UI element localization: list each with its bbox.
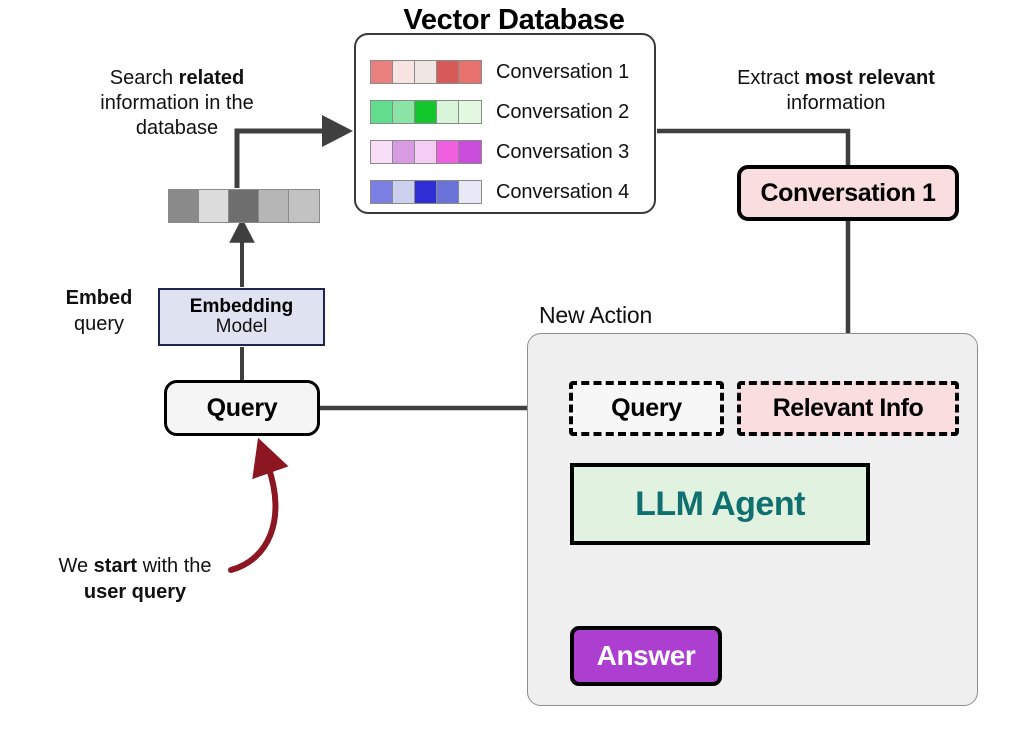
vector-cell [393,101,415,123]
conversation-label: Conversation 4 [496,180,630,203]
annotation-search: Search related information in the databa… [64,66,290,141]
page-title: Vector Database [403,4,625,36]
query-node[interactable]: Query [164,380,320,436]
vector-cell [371,141,393,163]
vector-cell [415,141,437,163]
embedding-model-node[interactable]: Embedding Model [158,288,325,346]
vector-swatches-4 [370,180,482,204]
annotation-embed-emphasis: Embed [65,287,133,309]
vector-cell [437,61,459,83]
annotation-embed-query: Embed query [44,285,154,337]
annotation-start-emphasis-2: user query [83,581,187,603]
annotation-search-emphasis: related [178,67,245,89]
vector-row: Conversation 4 [370,172,656,212]
query-vector-cell [169,190,199,222]
vector-cell [459,141,481,163]
vector-row: Conversation 3 [370,132,656,172]
query-vector-cell [199,190,229,222]
annotation-embed-post: query [73,313,125,335]
conversation-label: Conversation 1 [496,60,630,83]
annotation-extract-pre: Extract [737,67,805,89]
vector-swatches-3 [370,140,482,164]
retrieved-conversation-badge[interactable]: Conversation 1 [737,165,959,221]
query-embedding-vector [168,189,320,223]
vector-cell [415,181,437,203]
vector-swatches-1 [370,60,482,84]
relevant-info-node[interactable]: Relevant Info [737,381,959,436]
vector-row: Conversation 1 [370,52,656,92]
query-vector-cell [229,190,259,222]
new-action-label: New Action [539,302,653,328]
vector-cell [459,61,481,83]
vector-swatches-2 [370,100,482,124]
annotation-search-post: information in the database [100,92,254,139]
conversation-label: Conversation 2 [496,100,630,123]
query-vector-cell [289,190,319,222]
annotation-extract-post: information [786,92,886,114]
embedding-model-line2: Model [215,316,268,337]
vector-cell [437,181,459,203]
annotation-extract: Extract most relevant information [716,66,956,116]
vector-cell [393,141,415,163]
annotation-start-mid: with the [137,555,212,577]
query-vector-cell [259,190,289,222]
vector-cell [393,181,415,203]
embedding-model-line1: Embedding [189,296,294,318]
vector-cell [459,101,481,123]
annotation-start-user-query: We start with the user query [20,553,250,605]
vector-row: Conversation 2 [370,92,656,132]
vector-cell [415,61,437,83]
annotation-search-pre: Search [109,67,179,89]
annotation-start-emphasis: start [93,555,138,577]
llm-agent-node[interactable]: LLM Agent [570,463,870,545]
new-action-query-node[interactable]: Query [569,381,724,436]
vector-cell [393,61,415,83]
answer-node[interactable]: Answer [570,626,722,686]
annotation-start-pre: We [58,555,94,577]
vector-cell [437,101,459,123]
conversation-label: Conversation 3 [496,140,630,163]
vector-database-rows: Conversation 1 Conversation 2 Conversati… [370,52,656,212]
annotation-extract-emphasis: most relevant [804,67,935,89]
vector-cell [371,61,393,83]
vector-cell [371,181,393,203]
vector-cell [371,101,393,123]
vector-cell [459,181,481,203]
vector-cell [437,141,459,163]
vector-cell [415,101,437,123]
